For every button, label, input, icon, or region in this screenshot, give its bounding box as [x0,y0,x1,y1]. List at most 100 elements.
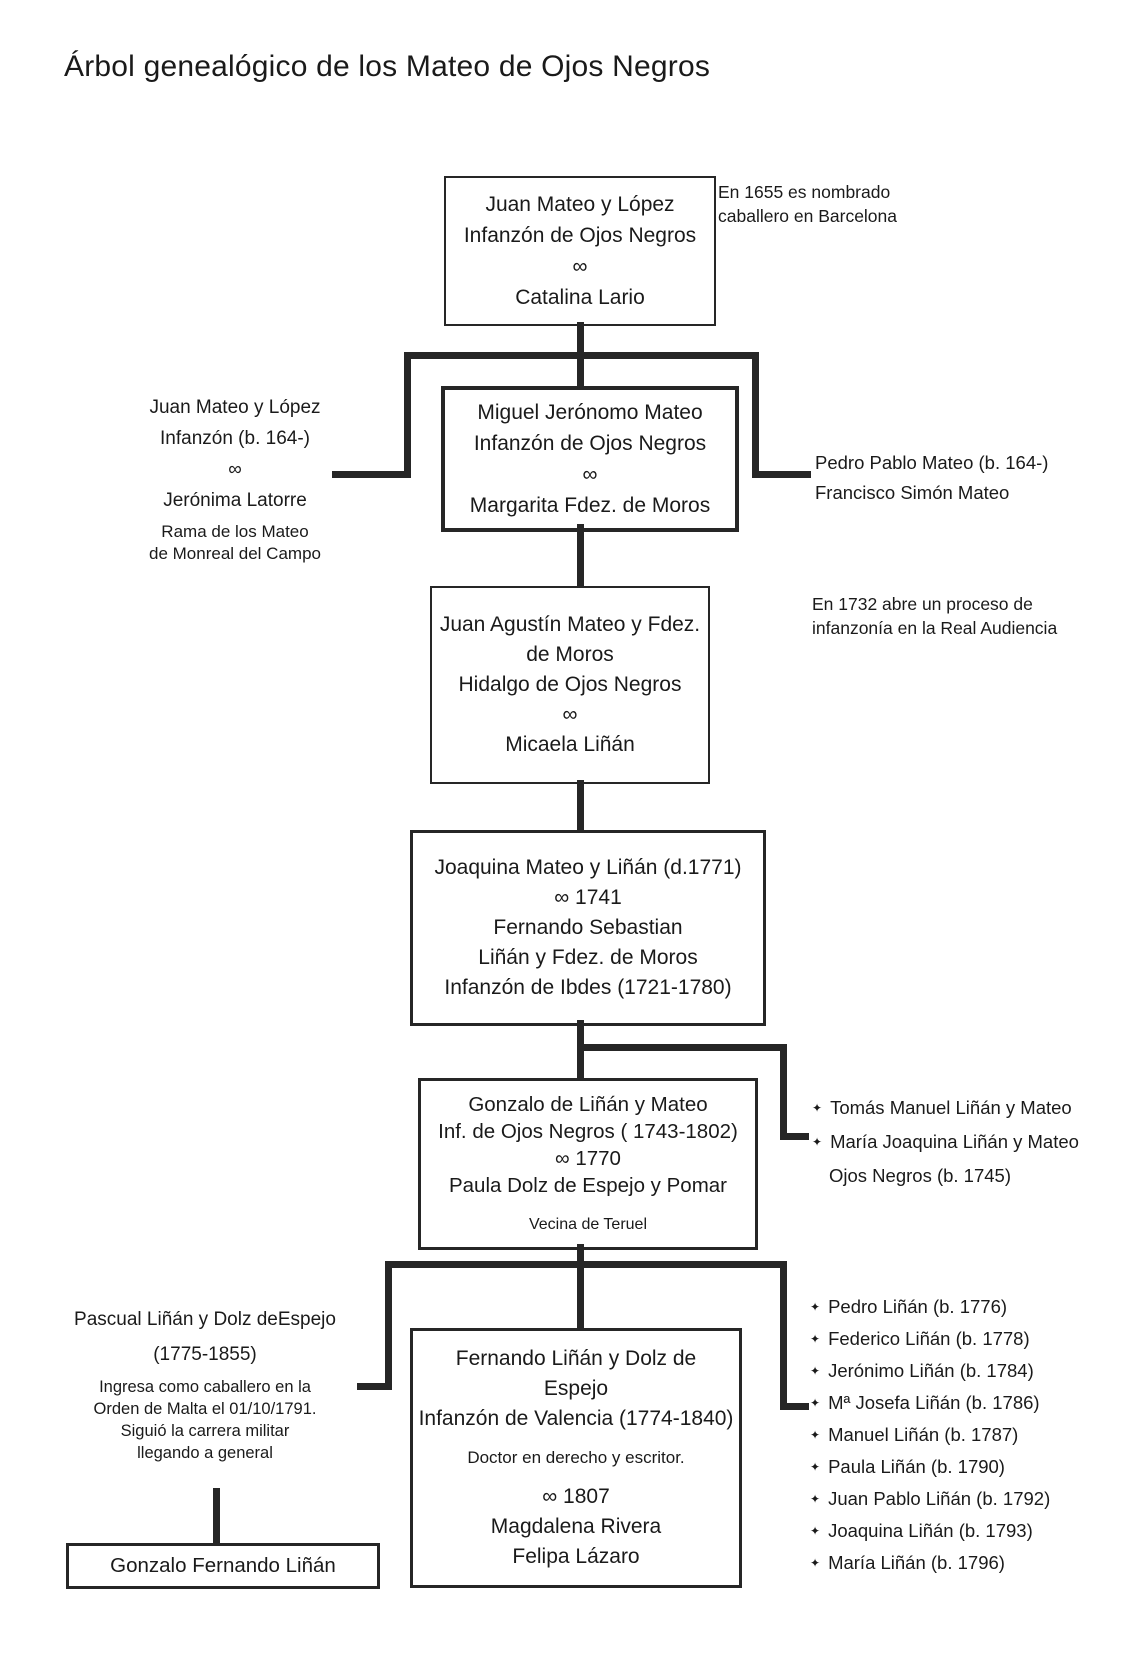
person-name: Jerónimo Liñán (b. 1784) [828,1360,1034,1381]
person-name: Manuel Liñán (b. 1787) [828,1424,1019,1445]
connector-gen6-left-stub [357,1383,391,1390]
bullet-list-item: ✦ Paula Liñán (b. 1790) [810,1452,1050,1484]
text-line: Catalina Lario [515,286,645,309]
bullet-list-item: ✦ Manuel Liñán (b. 1787) [810,1420,1050,1452]
text-line: Fernando Sebastian [493,916,683,939]
bullet-list-item: ✦Pedro Liñán (b. 1776) [810,1292,1050,1324]
text-line: llegando a general [137,1444,273,1462]
connector-gen3-gen4-vertical [577,780,584,830]
diamond-bullet-icon: ✦ [810,1364,821,1378]
person-name: Gonzalo Fernando Liñán [110,1554,336,1577]
connector-gen2-right-drop [752,352,759,478]
text-line: Juan Agustín Mateo y Fdez. [439,613,701,636]
text-line: Pedro Pablo Mateo (b. 164-) [815,452,1049,473]
bullet-list-item: ✦Joaquina Liñán (b. 1793) [810,1516,1050,1548]
text-line: Paula Dolz de Espejo y Pomar [448,1173,727,1197]
text-line: Infanzón de Ojos Negros [463,224,697,247]
text-line: Jerónima Latorre [163,490,307,511]
annotation-1655-barcelona: En 1655 es nombrado caballero en Barcelon… [718,180,897,228]
sibling-list-gen5: ✦Tomás Manuel Liñán y Mateo ✦ María Joaqui… [812,1092,1079,1192]
sibling-note-pedro-pablo-francisco: Pedro Pablo Mateo (b. 164-)Francisco Sim… [815,448,1048,508]
text-line: Gonzalo de Liñán y Mateo [468,1092,708,1116]
text-line: Juan Mateo y López [149,397,321,418]
person-name: Tomás Manuel Liñán y Mateo [830,1097,1072,1118]
text-line: Magdalena Rivera [490,1515,662,1538]
connector-gen6-right-drop [780,1261,787,1410]
text-line: Infanzón de Valencia (1774-1840) [418,1407,734,1430]
connector-gen6-sibling-bar [385,1261,787,1268]
text-line: Pascual Liñán y Dolz deEspejo [74,1309,336,1330]
person-name: Paula Liñán (b. 1790) [828,1456,1005,1477]
person-name: María Joaquina Liñán y Mateo [830,1131,1079,1152]
connector-gen5-sibling-drop [780,1044,787,1140]
text-line: ∞ 1807 [542,1485,610,1508]
person-name: Juan Pablo Liñán (b. 1792) [828,1488,1051,1509]
diamond-bullet-icon: ✦ [812,1135,823,1149]
connector-gen6-right-stub [783,1403,809,1410]
diamond-bullet-icon: ✦ [810,1556,821,1570]
text-line: (1775-1855) [153,1344,257,1365]
bullet-list-item: ✦ María Joaquina Liñán y Mateo [812,1126,1079,1160]
text-line: de Monreal del Campo [149,544,321,563]
children-list-gen6: ✦Pedro Liñán (b. 1776)✦Federico Liñán (b… [810,1292,1050,1580]
text-line: Miguel Jerónomo Mateo [477,401,703,424]
connector-gen2-left-stub [332,471,408,478]
bullet-list-item: ✦Tomás Manuel Liñán y Mateo [812,1092,1079,1126]
person-name: Mª Josefa Liñán (b. 1786) [828,1392,1040,1413]
text-line: Infanzón (b. 164-) [160,428,310,449]
diamond-bullet-icon: ✦ [810,1460,821,1474]
text-line: Hidalgo de Ojos Negros [458,673,682,696]
diamond-bullet-icon: ✦ [810,1492,821,1506]
text-line: Felipa Lázaro [512,1545,640,1568]
connector-gen2-gen3-vertical [577,524,584,586]
bullet-list-item: ✦ María Liñán (b. 1796) [810,1548,1050,1580]
box-subtitle: Vecina de Teruel [528,1215,647,1233]
person-name: Federico Liñán (b. 1778) [828,1328,1030,1349]
bullet-list-item: ✦ Mª Josefa Liñán (b. 1786) [810,1388,1050,1420]
text-line: ∞ [582,463,598,486]
text-line: Joaquina Mateo y Liñán (d.1771) [434,856,742,879]
box-subtitle: Doctor en derecho y escritor. [467,1448,685,1467]
connector-gen6-left-drop [385,1261,392,1390]
text-line: En 1655 es nombrado [718,182,891,202]
text-line: Espejo [543,1377,609,1400]
text-line: Liñán y Fdez. de Moros [478,946,698,969]
diamond-bullet-icon: ✦ [810,1428,821,1442]
text-line: ∞ [228,459,242,480]
connector-pascual-descendant-vertical [213,1488,220,1543]
text-line: Inf. de Ojos Negros ( 1743-1802) [438,1119,738,1143]
text-line: ∞ 1770 [555,1146,621,1170]
text-line: de Moros [526,643,614,666]
sibling-note-pascual-linan: Pascual Liñán y Dolz deEspejo (1775-1855) [55,1302,355,1372]
sibling-bullet-list: ✦Tomás Manuel Liñán y Mateo ✦ María Joaqui… [812,1092,1079,1160]
bullet-list-item: ✦ Federico Liñán (b. 1778) [810,1324,1050,1356]
text-line: Siguió la carrera militar [120,1422,290,1440]
connector-gen5-sibling-branch [581,1044,787,1051]
person-box-gonzalo-fernando-linan: Gonzalo Fernando Liñán [66,1543,380,1589]
diamond-bullet-icon: ✦ [810,1396,821,1410]
diamond-bullet-icon: ✦ [810,1300,821,1314]
text-line: caballero en Barcelona [718,206,898,226]
text-line: En 1732 abre un proceso de [812,594,1033,614]
sibling-sub-note: Ojos Negros (b. 1745) [829,1165,1012,1186]
connector-gen2-sibling-bar [404,352,759,359]
diamond-bullet-icon: ✦ [810,1332,821,1346]
connector-gen4-gen5-vertical [577,1020,584,1078]
text-line: Margarita Fdez. de Moros [469,494,711,517]
text-line: Infanzón de Ibdes (1721-1780) [444,976,732,999]
bullet-list-item: ✦ Juan Pablo Liñán (b. 1792) [810,1484,1050,1516]
person-name: María Liñán (b. 1796) [828,1552,1005,1573]
bullet-list-item: ✦ Jerónimo Liñán (b. 1784) [810,1356,1050,1388]
text-line: Infanzón de Ojos Negros [473,432,707,455]
page-title: Árbol genealógico de los Mateo de Ojos N… [64,50,711,83]
